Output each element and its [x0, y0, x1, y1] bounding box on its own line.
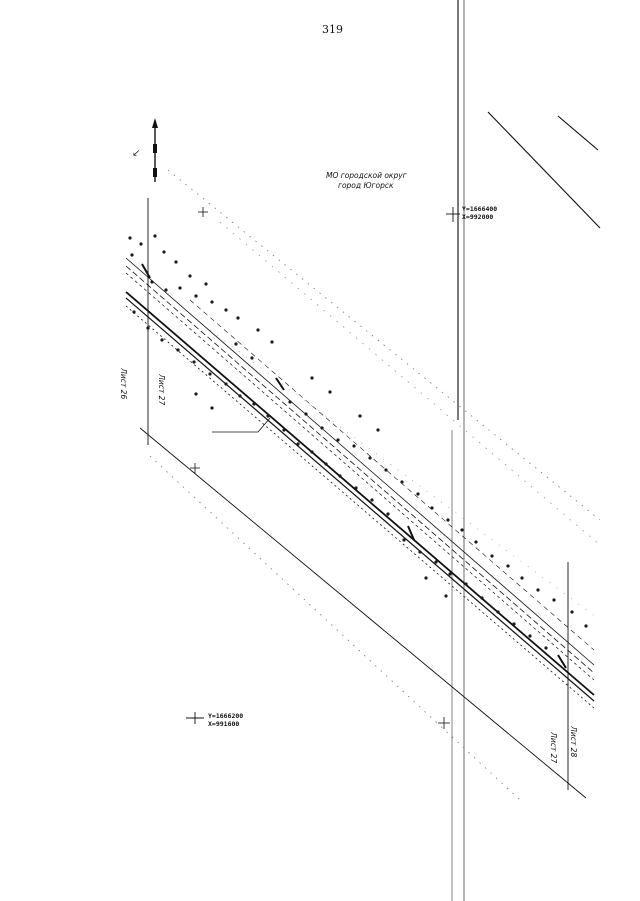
area-label-line2: город Югорск — [338, 181, 394, 190]
leader-line — [212, 417, 271, 433]
zone-boundary-line-dotted — [209, 329, 601, 621]
sheet-label: Лист 28 — [569, 726, 579, 758]
coordinate-y-label: Y=1666400 — [462, 205, 498, 213]
svg-text:↙: ↙ — [132, 148, 140, 159]
zone-boundary-line-dotted — [167, 169, 601, 521]
page-number: 319 — [322, 23, 343, 36]
zone-boundary-line-dotted — [219, 221, 601, 546]
corridor-marker — [141, 263, 567, 669]
coordinate-x-label: X=991600 — [208, 720, 240, 728]
sheet-label: Лист 27 — [157, 374, 167, 406]
map-line — [487, 111, 601, 229]
vegetation-dots — [128, 234, 588, 650]
sheet-label: Лист 26 — [119, 368, 129, 400]
area-label-line1: МО городской округ — [326, 171, 407, 180]
north-arrow-icon: ↙ — [132, 118, 158, 182]
road-corridor — [125, 257, 595, 709]
sheet-label: Лист 27 — [549, 732, 559, 764]
zone-boundary-line — [139, 427, 587, 799]
map-line — [557, 115, 599, 151]
zone-boundary-line-dotted — [149, 455, 521, 801]
grid-cross-icon — [190, 207, 450, 729]
coordinate-tick-icon — [186, 207, 460, 724]
coordinate-x-label: X=992000 — [462, 213, 494, 221]
coordinate-y-label: Y=1666200 — [208, 712, 244, 720]
